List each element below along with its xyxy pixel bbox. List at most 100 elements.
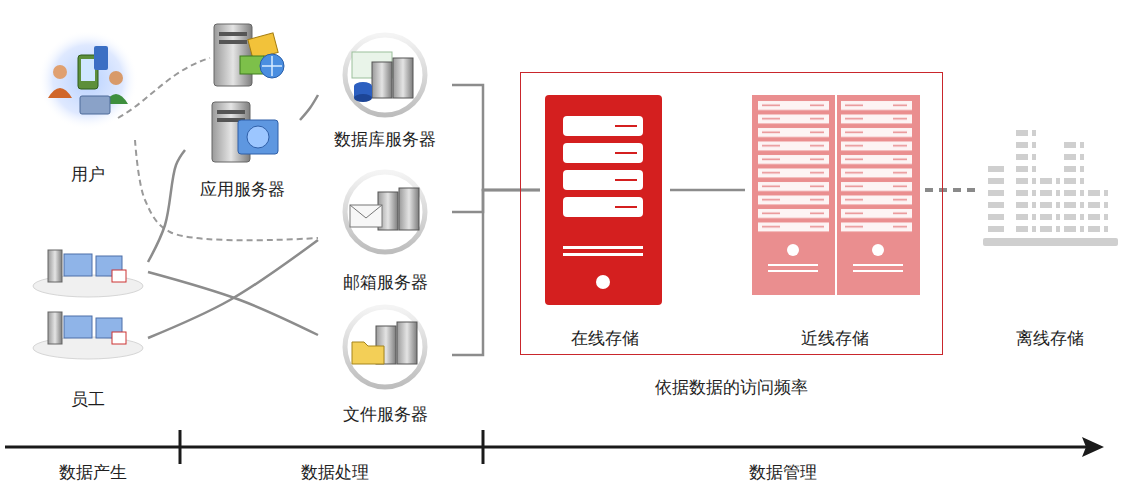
group-frame	[520, 72, 943, 355]
dashed-link	[118, 58, 210, 118]
connector	[148, 240, 318, 338]
nearline-storage-icon-part	[853, 264, 903, 266]
server-badge-part	[350, 205, 382, 218]
server-icon-part	[260, 54, 284, 78]
online-storage-icon-part	[596, 275, 610, 289]
stage-label: 数据管理	[746, 461, 820, 484]
nearline-storage-icon-part	[837, 95, 920, 295]
staff-icon-part	[112, 270, 126, 282]
connector	[452, 190, 540, 212]
server-node: 邮箱服务器	[318, 170, 452, 296]
users-icon-part	[80, 96, 110, 114]
server-icon-part	[214, 24, 252, 86]
node-label: 员工	[71, 389, 105, 409]
online-storage-icon-part	[615, 125, 637, 127]
node-label: 近线存储	[801, 328, 869, 348]
stage-label: 数据处理	[298, 461, 372, 484]
online-storage-icon-part	[615, 179, 637, 181]
server-node: 文件服务器	[318, 305, 452, 428]
users-icon-part	[81, 59, 95, 81]
staff-icon	[33, 250, 143, 359]
server-icon	[212, 102, 278, 162]
node-label: 应用服务器	[200, 179, 285, 199]
timeline-axis-part	[179, 430, 182, 464]
server-icon-part	[219, 40, 247, 44]
offline-storage-icon-part	[1064, 142, 1084, 232]
nearline-storage-icon-part	[768, 264, 818, 266]
offline-storage-icon-part	[988, 166, 1008, 232]
timeline-axis-part	[5, 446, 1090, 449]
storage-node: 近线存储	[745, 90, 925, 352]
staff-icon-part	[48, 312, 62, 344]
node-label: 邮箱服务器	[343, 272, 428, 292]
node-label: 在线存储	[571, 328, 639, 348]
server-badge-part	[393, 58, 413, 98]
timeline-axis-part	[1082, 437, 1104, 457]
nearline-storage-icon-part	[872, 244, 884, 256]
node-label: 用户	[71, 164, 105, 184]
server-badge-part	[352, 342, 384, 364]
offline-storage-icon-part	[1088, 190, 1108, 232]
nearline-storage-icon-part	[768, 270, 818, 272]
storage-group: 依据数据的访问频率 在线存储 近线存储	[520, 72, 943, 401]
node-label: 数据库服务器	[334, 129, 436, 149]
online-storage-icon-part	[615, 206, 637, 208]
users-icon-part	[48, 88, 72, 98]
server-icon-part	[247, 126, 269, 148]
storage-node: 离线存储	[975, 125, 1125, 352]
node-label: 依据数据的访问频率	[655, 377, 808, 397]
server-badge-part	[345, 172, 425, 252]
online-storage-icon-part	[615, 152, 637, 154]
users-icon-part	[94, 46, 108, 70]
node-label: 离线存储	[1016, 328, 1084, 348]
connector	[670, 189, 745, 192]
node-label: 文件服务器	[343, 404, 428, 424]
online-storage-icon-part	[563, 116, 643, 136]
online-storage-icon-part	[563, 246, 643, 249]
online-storage-icon-part	[545, 95, 662, 305]
timeline-axis	[5, 430, 1104, 464]
nearline-storage-icon	[752, 95, 920, 295]
server-icon-part	[262, 56, 282, 76]
stage-label: 数据产生	[56, 461, 130, 484]
connector	[452, 190, 540, 355]
online-storage-icon-part	[563, 143, 643, 163]
users-icon-part	[53, 65, 67, 79]
staff-icon-part	[112, 332, 126, 344]
staff-icon-part	[64, 254, 92, 276]
server-badge-part	[350, 205, 382, 227]
server-badge-part	[345, 307, 425, 387]
offline-storage-icon	[983, 130, 1118, 246]
staff-icon-part	[48, 250, 62, 282]
connector	[452, 85, 540, 190]
server-icon	[214, 24, 284, 86]
nearline-storage-icon-part	[853, 270, 903, 272]
timeline-axis-part	[482, 430, 485, 464]
staff-icon-part	[64, 316, 92, 338]
user-node: 用户	[40, 30, 135, 188]
server-node: 应用服务器	[185, 95, 300, 203]
server-badge-part	[397, 322, 417, 364]
server-node: 数据库服务器	[318, 32, 452, 153]
nearline-storage-icon-part	[837, 100, 920, 235]
offline-storage-icon-part	[983, 238, 1118, 246]
server-badge-part	[345, 35, 425, 115]
server-badge-part	[372, 62, 392, 98]
staff-node: 员工	[28, 240, 148, 413]
offline-storage-icon-part	[1040, 178, 1060, 232]
users-icon-part	[109, 71, 123, 85]
server-icon-part	[219, 32, 247, 36]
offline-storage-icon-part	[1016, 130, 1036, 232]
server-badge	[345, 307, 425, 387]
nearline-storage-icon-part	[752, 95, 835, 295]
online-storage-icon-part	[563, 197, 643, 217]
server-icon-part	[238, 120, 278, 154]
server-badge-part	[399, 188, 419, 230]
nearline-storage-icon-part	[752, 100, 835, 235]
connector	[148, 272, 318, 335]
online-storage-icon-part	[563, 170, 643, 190]
connector	[300, 95, 318, 120]
